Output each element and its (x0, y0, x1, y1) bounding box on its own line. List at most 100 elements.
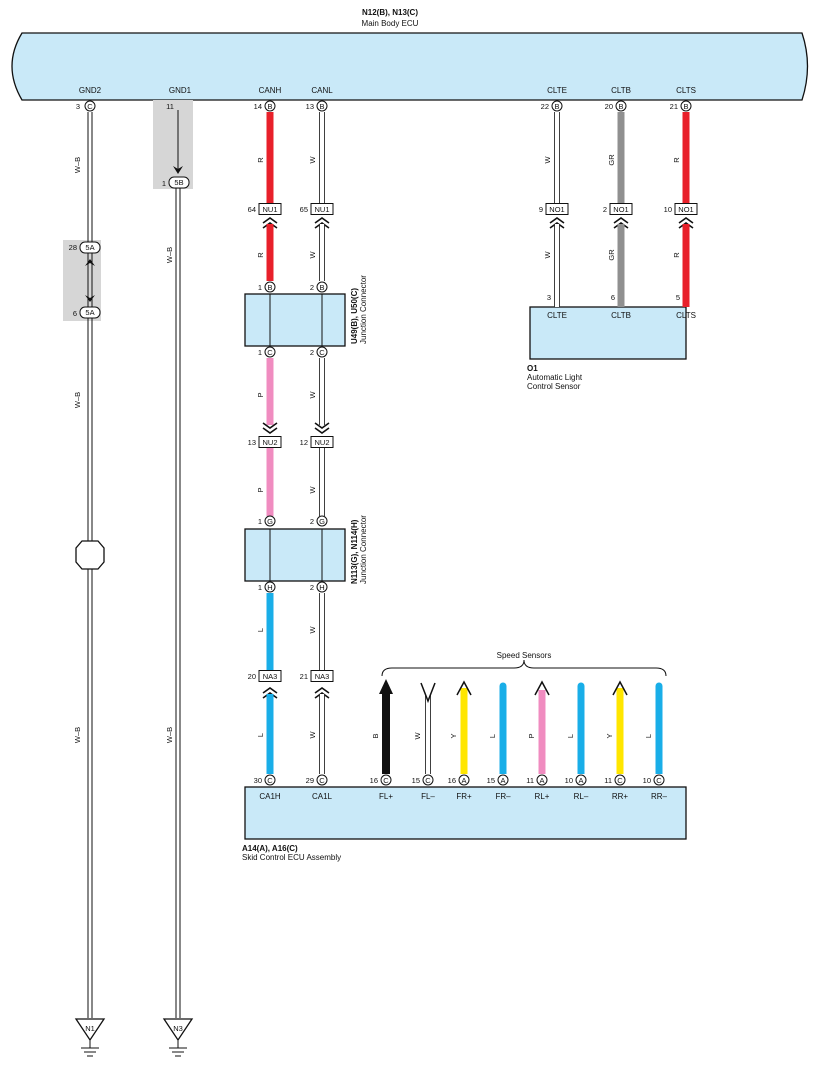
cltb-wire-2 (617, 224, 625, 307)
light-sensor-id: O1 (527, 364, 538, 373)
speed-sensor-wire-4 (499, 682, 507, 774)
speed-sensor-color-8: L (644, 734, 653, 738)
pin-n114-canl-num: 2 (310, 583, 314, 592)
pin-clts-conn: B (683, 102, 688, 111)
cltb-color-1: GR (607, 154, 616, 166)
skid-ecu-id: A14(A), A16(C) (242, 844, 298, 853)
svg-text:Junction Connector: Junction Connector (359, 515, 368, 584)
conn-na3-canl: 21 NA3 (300, 670, 334, 682)
conn-no1-clts-num: 10 (664, 205, 672, 214)
skid-pin-4-num: 15 (412, 776, 420, 785)
clte-color-2: W (543, 251, 552, 259)
pin-u49-canh-num: 1 (258, 283, 262, 292)
ls-pin-num-clte: 3 (547, 293, 551, 302)
skid-pin-label-8: RL– (574, 792, 589, 801)
canl-wire-5 (319, 593, 325, 670)
canl-color-2: W (308, 251, 317, 259)
canh-chev-na3 (262, 687, 278, 699)
gnd1-wire (173, 110, 183, 1018)
canl-color-3: W (308, 391, 317, 399)
canh-color-2: R (256, 252, 265, 258)
jc1-label: U49(B), U50(C) Junction Connector (350, 275, 368, 344)
skid-ecu-name: Skid Control ECU Assembly (242, 853, 341, 862)
cltb-chev-no1 (613, 217, 629, 229)
skid-pin-6-conn: A (500, 776, 505, 785)
svg-text:Junction Connector: Junction Connector (359, 275, 368, 344)
ls-pin-num-clts: 5 (676, 293, 680, 302)
ls-pin-label-clte: CLTE (547, 311, 567, 320)
pin-canl-conn: B (319, 102, 324, 111)
canh-color-6: L (256, 733, 265, 737)
canh-color-4: P (256, 487, 265, 492)
speed-sensor-color-3: Y (449, 733, 458, 738)
ls-pin-label-clts: CLTS (676, 311, 696, 320)
conn-nu2-canl-label: NU2 (314, 438, 329, 447)
speed-sensors-brace (381, 659, 667, 677)
gnd2-inline-connector: 28 5A 6 5A (69, 241, 101, 319)
conn-nu2-canh-num: 13 (248, 438, 256, 447)
conn-na3-canl-label: NA3 (315, 672, 330, 681)
pin-label-clts: CLTS (676, 86, 696, 95)
speed-sensor-wire-5 (534, 680, 550, 774)
speed-sensor-wire-6 (577, 682, 585, 774)
conn-na3-canl-num: 21 (300, 672, 308, 681)
ls-pin-num-cltb: 6 (611, 293, 615, 302)
skid-pin-3-num: 16 (370, 776, 378, 785)
main-ecu-box (11, 32, 809, 101)
speed-sensor-color-5: P (527, 733, 536, 738)
cltb-color-2: GR (607, 249, 616, 261)
clts-wire-1 (682, 112, 690, 204)
gnd1-splice-area (153, 100, 193, 189)
light-sensor-name-1: Automatic Light (527, 373, 583, 382)
canl-chev-nu2 (314, 422, 330, 434)
junction-connector-u49 (244, 293, 346, 347)
speed-sensor-wire-3 (456, 680, 472, 774)
conn-no1-cltb-num: 2 (603, 205, 607, 214)
skid-pin-4-conn: C (425, 776, 431, 785)
speed-sensor-color-7: Y (605, 733, 614, 738)
skid-pin-9: 11 C (604, 774, 626, 786)
canl-color-1: W (308, 156, 317, 164)
speed-sensor-wire-2 (420, 682, 436, 774)
cltb-wire-1 (617, 112, 625, 204)
pin-n113-canl-conn: G (319, 517, 325, 526)
clte-wire-2 (554, 224, 560, 307)
conn-nu2-canl-num: 12 (300, 438, 308, 447)
clte-wire-1 (554, 112, 560, 204)
pin-label-canh: CANH (259, 86, 282, 95)
skid-pin-9-conn: C (617, 776, 623, 785)
conn-no1-cltb-label: NO1 (613, 205, 628, 214)
skid-pin-7-num: 11 (526, 776, 534, 785)
pin-gnd2: 3 C (76, 100, 96, 112)
canl-color-4: W (308, 486, 317, 494)
canh-chev-nu2 (262, 422, 278, 434)
canh-wire-5 (266, 593, 274, 670)
skid-pin-label-10: RR– (651, 792, 668, 801)
pin-u49-canl-num: 2 (310, 283, 314, 292)
conn-no1-cltb: 2 NO1 (603, 203, 633, 215)
conn-no1-clte-label: NO1 (549, 205, 564, 214)
skid-pin-10-conn: C (656, 776, 662, 785)
speed-sensor-wire-1 (379, 679, 393, 774)
pin-clte-num: 22 (541, 102, 549, 111)
skid-pin-9-num: 11 (604, 776, 612, 785)
conn-nu1-canl-num: 65 (300, 205, 308, 214)
light-sensor-box (529, 306, 687, 360)
